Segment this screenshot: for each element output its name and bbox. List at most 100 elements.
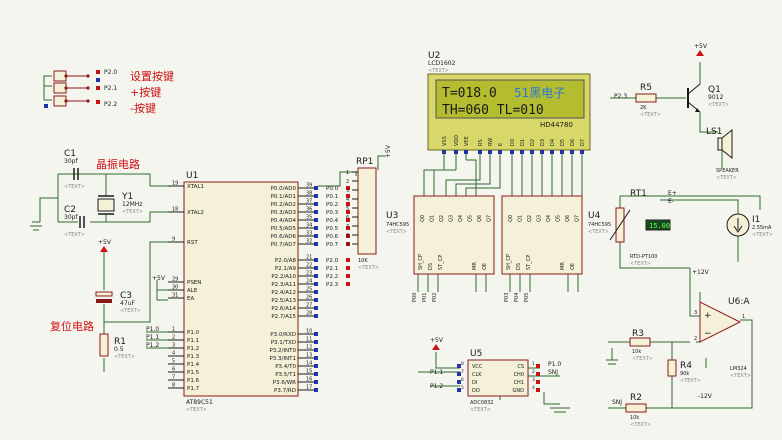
u5-ref: U5 bbox=[470, 349, 482, 359]
rtd-rt1[interactable]: RT1 15.00 RTD-PT100 <TEXT> bbox=[609, 189, 671, 267]
capacitor-c1[interactable]: C1 30pf <TEXT> bbox=[64, 149, 85, 190]
u1-right-pin-name: P3.0/RXD bbox=[270, 332, 296, 338]
lcd-pin-marker bbox=[464, 150, 468, 154]
button-plus[interactable]: P2.1 +按键 bbox=[53, 82, 161, 99]
shift-q-label: Q1 bbox=[430, 215, 436, 222]
u1-right-pin-marker bbox=[314, 388, 318, 392]
y1-ref: Y1 bbox=[121, 192, 133, 202]
opamp-u6[interactable]: U6:A + − 3 2 1 LM324 <TEXT> bbox=[694, 297, 751, 379]
speaker-ls1[interactable]: LS1 SPEAKER <TEXT> bbox=[706, 127, 739, 181]
shift-bottom-label: ST_CP bbox=[526, 255, 532, 270]
lcd-line2: TH=060 TL=010 bbox=[442, 103, 544, 118]
u1-left-pin-num: 31 bbox=[172, 293, 178, 299]
u1-right-pin-num: 15 bbox=[306, 369, 312, 375]
shift-q-label: Q7 bbox=[487, 215, 493, 222]
u5-right-pin-num: 1 bbox=[532, 361, 535, 367]
u5-net-right-2: SNJ bbox=[548, 369, 558, 376]
shift-q-label: Q2 bbox=[527, 215, 533, 222]
u1-left-pin-num: 8 bbox=[172, 383, 175, 389]
lcd-pin-marker bbox=[570, 150, 574, 154]
lcd-pin-label: D5 bbox=[560, 139, 566, 146]
u1-left-pins: 19XTAL118XTAL29RST29PSEN30ALE31EA1P1.02P… bbox=[168, 181, 204, 392]
u3-part: 74HC595 bbox=[386, 222, 409, 228]
u1-right-pin-num: 13 bbox=[306, 353, 312, 359]
u1-right-pin-net: P0.6 bbox=[326, 234, 339, 240]
sensor-section: E+ E- RT1 15.00 RTD-PT100 <TEXT> I1 2.55… bbox=[609, 189, 773, 428]
shift-bottom-nets: P00 P01 P02 P03 P04 P05 bbox=[412, 293, 530, 302]
capacitor-c3[interactable]: C3 47uF <TEXT> bbox=[95, 291, 141, 314]
rp1-pin-num: 4 bbox=[346, 197, 349, 203]
lcd-pin-label: VEE bbox=[464, 136, 470, 146]
crystal-y1[interactable]: Y1 12MHz <TEXT> bbox=[97, 192, 143, 215]
r5-ref: R5 bbox=[640, 83, 652, 93]
u1-right-pin-net: P2.2 bbox=[326, 274, 338, 280]
rp1-pin-num: 8 bbox=[346, 233, 349, 239]
u1-right-pin-num: 33 bbox=[306, 231, 312, 237]
q1-part: 9012 bbox=[708, 94, 723, 101]
rt1-display: 15.00 bbox=[649, 222, 670, 230]
lcd-ref: U2 bbox=[428, 51, 440, 61]
rp1-pin-num: 9 bbox=[346, 242, 349, 248]
rt1-ref: RT1 bbox=[630, 189, 647, 199]
u1-left-pin-name: PSEN bbox=[187, 280, 201, 286]
i1-value: 2.55mA bbox=[752, 225, 772, 231]
u5-left-pin-marker bbox=[457, 380, 461, 384]
u4-text: <TEXT> bbox=[588, 229, 609, 235]
y1-value: 12MHz bbox=[122, 201, 142, 208]
u1-right-pin-net: P0.3 bbox=[326, 210, 339, 216]
u1-right-pin-name: P2.4/A12 bbox=[271, 290, 296, 296]
button-group: P2.0 设置按键 P2.1 +按键 P2.2 -按键 bbox=[44, 69, 174, 115]
shift-q-label: Q0 bbox=[420, 215, 426, 222]
u6-vpos: +12V bbox=[692, 269, 710, 276]
u1-right-pin-name: P0.0/AD0 bbox=[271, 186, 297, 192]
resistor-r2[interactable]: R2 10k <TEXT> SNJ bbox=[612, 393, 651, 428]
r4-ref: R4 bbox=[680, 361, 692, 371]
resistor-r3[interactable]: R3 10k <TEXT> bbox=[629, 329, 653, 362]
button-plus-net: P2.1 bbox=[104, 85, 117, 92]
u1-right-pin-name: P0.6/AD6 bbox=[271, 234, 297, 240]
lcd-u2[interactable]: U2 LCD1602 <TEXT> T=018.0 51黑电子 TH=060 T… bbox=[427, 51, 591, 154]
shift-bottom-label: MR bbox=[560, 262, 566, 270]
u5-text: <TEXT> bbox=[470, 407, 491, 413]
lcd-pin-label: D1 bbox=[520, 139, 526, 146]
u1-right-pin-num: 32 bbox=[306, 239, 312, 245]
u1-right-pin-marker bbox=[314, 234, 318, 238]
lcd-pin-label: D4 bbox=[550, 139, 556, 146]
shift-q-label: Q4 bbox=[458, 215, 464, 222]
u1-left-pin-name: P1.1 bbox=[187, 338, 199, 344]
lcd-line1-b: 51黑电子 bbox=[514, 86, 565, 100]
u3-net-2: P02 bbox=[432, 293, 438, 302]
resistor-r4[interactable]: R4 90k <TEXT> bbox=[667, 359, 701, 384]
capacitor-c2[interactable]: C2 30pf <TEXT> bbox=[64, 205, 85, 238]
transistor-q1[interactable]: Q1 9012 <TEXT> bbox=[687, 83, 729, 113]
u4-net-1: P04 bbox=[514, 293, 520, 302]
button-setup[interactable]: P2.0 设置按键 bbox=[53, 69, 174, 83]
mcu-u1[interactable]: U1 AT89C51 <TEXT> 19XTAL118XTAL29RST29PS… bbox=[168, 171, 350, 413]
svg-text:−: − bbox=[704, 329, 712, 339]
c3-ref: C3 bbox=[120, 291, 132, 301]
u1-right-pin-name: P2.3/A11 bbox=[271, 282, 296, 288]
u1-right-pin-name: P0.1/AD1 bbox=[271, 194, 296, 200]
u1-right-pin-probe bbox=[346, 234, 350, 238]
i1-ref: I1 bbox=[752, 215, 760, 225]
y1-text: <TEXT> bbox=[122, 209, 143, 215]
r2-value: 10k bbox=[630, 415, 639, 421]
r3-text: <TEXT> bbox=[632, 356, 653, 362]
ea-vcc: +5V bbox=[152, 275, 166, 282]
shift-q-label: Q5 bbox=[468, 215, 474, 222]
u1-left-pin-num: 30 bbox=[172, 285, 178, 291]
resistor-r1[interactable]: R1 0.5 <TEXT> bbox=[99, 333, 135, 360]
u1-left-pin-name: P1.0 bbox=[187, 330, 200, 336]
u1-p1-net-2: P1.2 bbox=[146, 342, 159, 349]
ls1-part: SPEAKER bbox=[716, 168, 739, 174]
resistor-r5[interactable]: R5 2K <TEXT> bbox=[635, 83, 661, 118]
u1-right-pin-num: 35 bbox=[306, 215, 312, 221]
current-source-i1[interactable]: I1 2.55mA <TEXT> bbox=[726, 213, 773, 238]
rt1-text: <TEXT> bbox=[630, 261, 651, 267]
button-minus[interactable]: P2.2 -按键 bbox=[44, 95, 156, 115]
